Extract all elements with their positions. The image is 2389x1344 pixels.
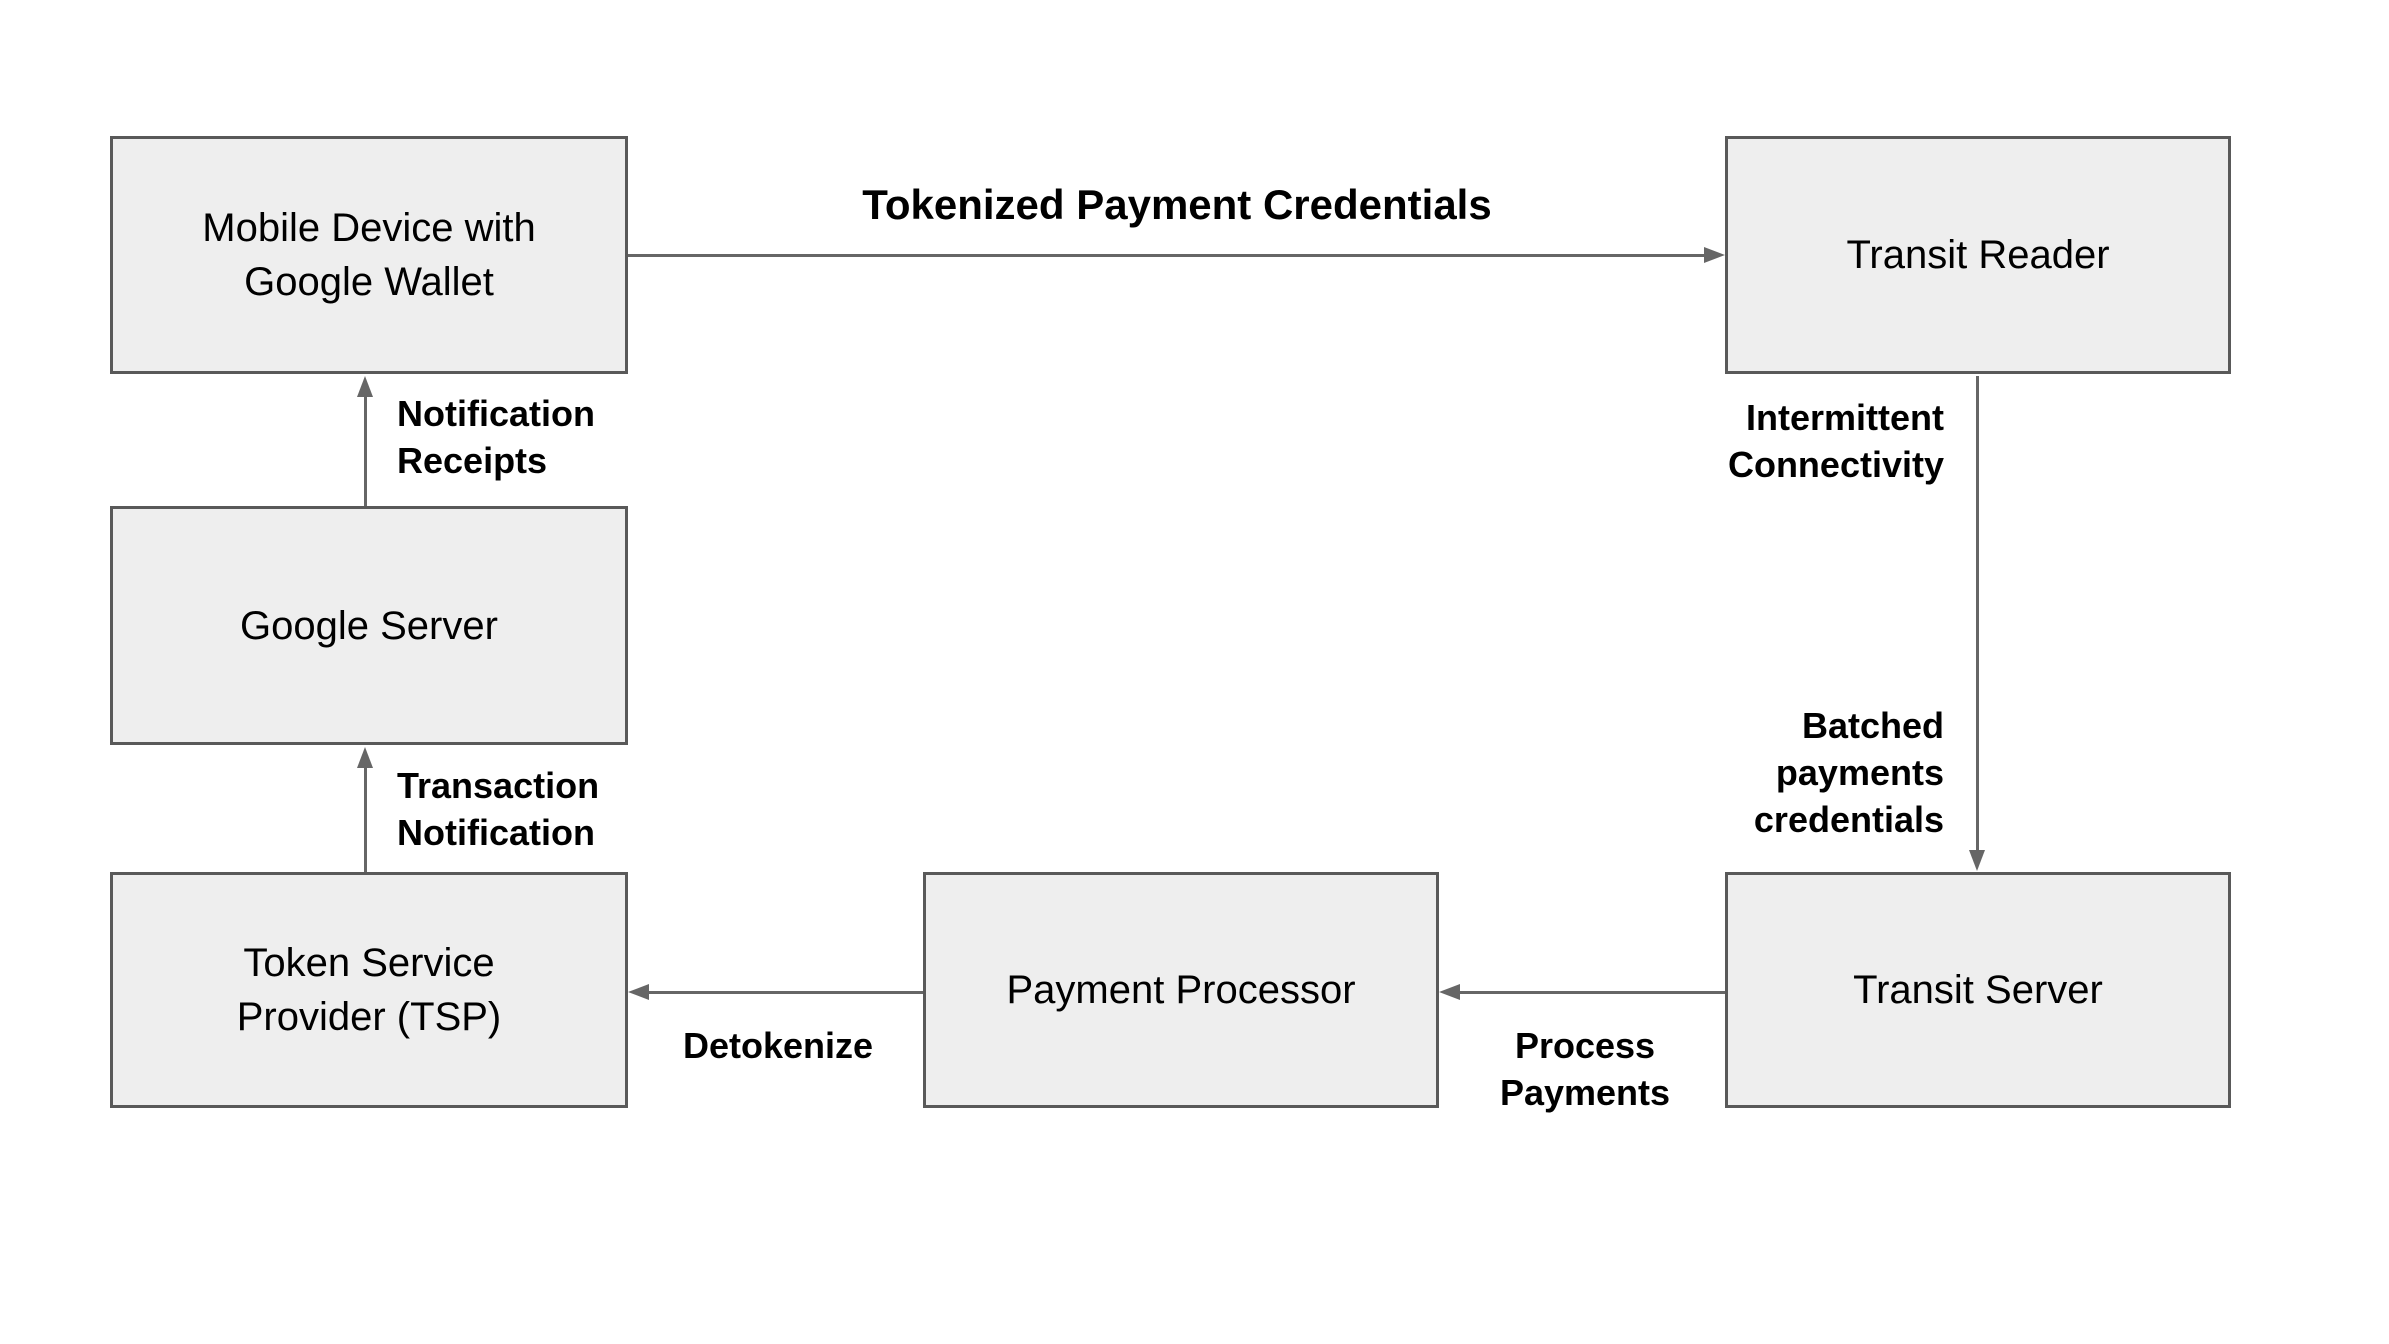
node-label: Transit Reader xyxy=(1846,233,2110,277)
node-transit-reader: Transit Reader xyxy=(1725,136,2231,374)
node-label: Google Server xyxy=(240,603,498,648)
edge-label-notification-receipts: Notification Receipts xyxy=(397,393,595,481)
edge-label-detokenize: Detokenize xyxy=(682,1025,874,1066)
node-mobile-device-google-wallet: Mobile Device with Google Wallet xyxy=(110,136,628,374)
edge-label-batched-payments-credentials: Batched payments credentials xyxy=(1753,705,1944,840)
arrowhead-down-icon xyxy=(1969,850,1985,871)
arrowhead-left-icon xyxy=(1439,984,1460,1000)
node-label: Token Service Provider (TSP) xyxy=(236,941,502,1039)
edge-transaction-notification-line xyxy=(364,766,367,872)
edge-notification-receipts-line xyxy=(364,395,367,506)
edge-detokenize-line xyxy=(647,991,923,994)
edge-tokenized-credentials-line xyxy=(628,254,1706,257)
edge-label-intermittent-connectivity: Intermittent Connectivity xyxy=(1727,397,1944,485)
edge-process-payments-line xyxy=(1458,991,1725,994)
node-label: Mobile Device with Google Wallet xyxy=(202,206,536,304)
node-transit-server: Transit Server xyxy=(1725,872,2231,1108)
node-payment-processor: Payment Processor xyxy=(923,872,1439,1108)
edge-label-process-payments: Process Payments xyxy=(1499,1025,1671,1113)
arrowhead-up-icon xyxy=(357,376,373,397)
arrowhead-up-icon xyxy=(357,747,373,768)
node-token-service-provider: Token Service Provider (TSP) xyxy=(110,872,628,1108)
edge-label-tokenized-payment-credentials: Tokenized Payment Credentials xyxy=(862,181,1492,228)
arrowhead-left-icon xyxy=(628,984,649,1000)
edge-label-transaction-notification: Transaction Notification xyxy=(397,765,600,853)
edge-reader-to-server-line xyxy=(1976,376,1979,851)
node-google-server: Google Server xyxy=(110,506,628,745)
node-label: Transit Server xyxy=(1853,968,2103,1012)
node-label: Payment Processor xyxy=(1006,968,1356,1012)
arrowhead-right-icon xyxy=(1704,247,1725,263)
